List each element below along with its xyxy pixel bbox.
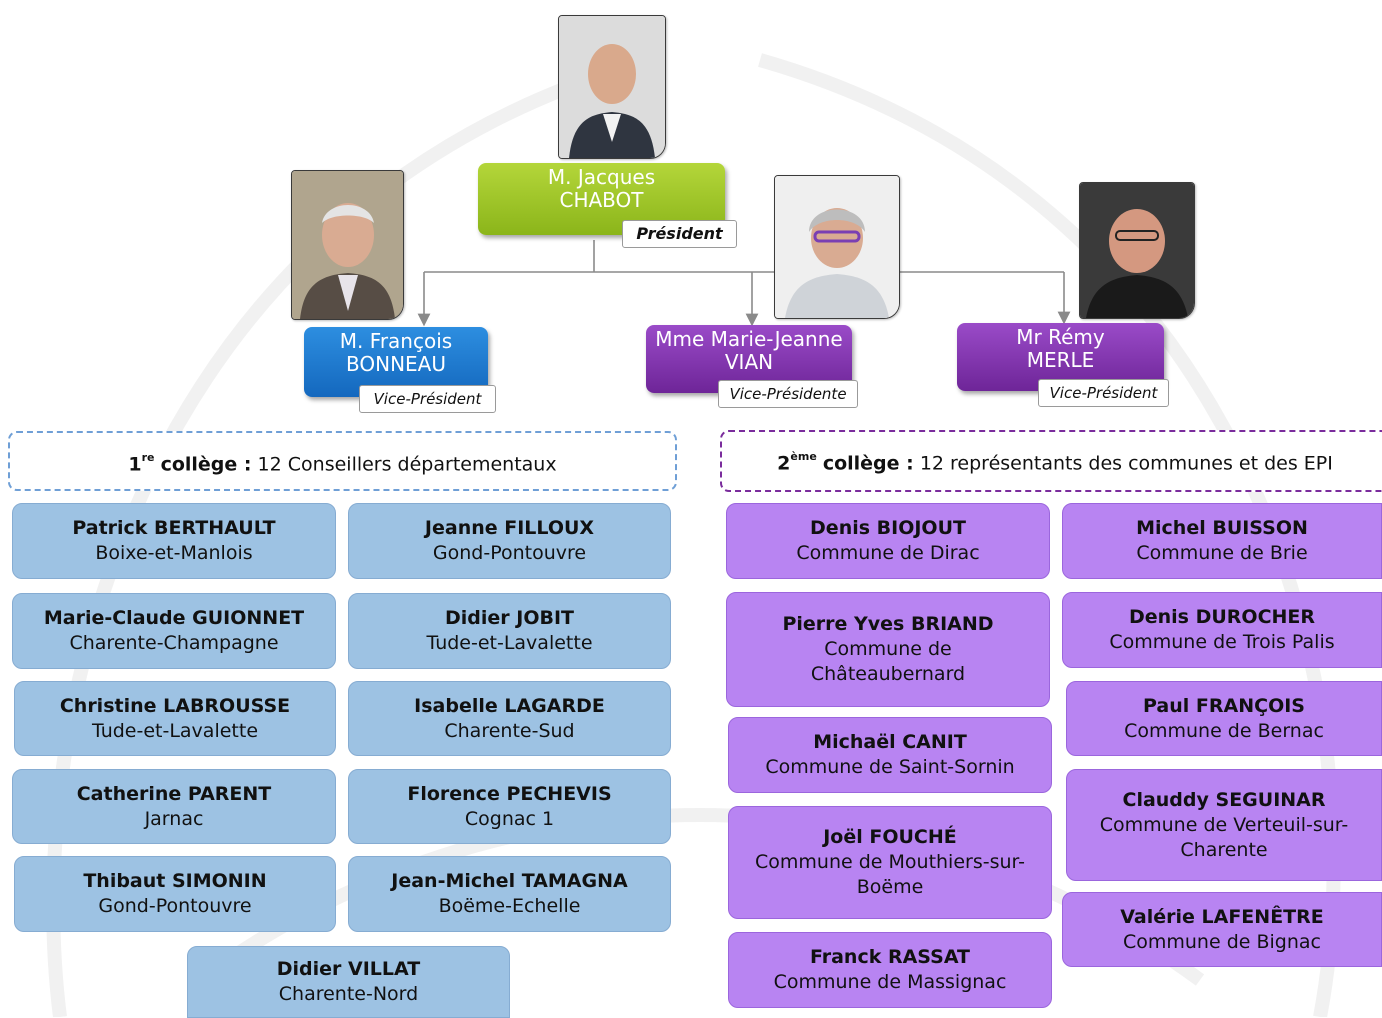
member-name: Didier VILLAT xyxy=(276,958,421,980)
portrait-icon xyxy=(775,176,899,318)
member-name: Joël FOUCHÉ xyxy=(823,826,957,848)
member-card: Joël FOUCHÉ Commune de Mouthiers-sur-Boë… xyxy=(728,806,1052,919)
member-place: Commune de Brie xyxy=(1136,542,1308,564)
portrait-icon xyxy=(292,171,403,319)
college2-sup: ème xyxy=(790,450,817,463)
member-name: Didier JOBIT xyxy=(444,607,574,629)
member-name: Michaël CANIT xyxy=(813,731,967,753)
vp-bonneau-line1: M. François xyxy=(339,329,453,353)
college1-desc: 12 Conseillers départementaux xyxy=(257,453,557,476)
member-card: Franck RASSAT Commune de Massignac xyxy=(728,932,1052,1008)
member-card: Pierre Yves BRIAND Commune de Châteauber… xyxy=(726,592,1050,707)
member-card: Valérie LAFENÊTRE Commune de Bignac xyxy=(1062,892,1382,967)
college1-label: collège : xyxy=(160,453,252,476)
president-role: Président xyxy=(622,220,737,248)
member-card: Denis DUROCHER Commune de Trois Palis xyxy=(1062,592,1382,668)
member-card: Michel BUISSON Commune de Brie xyxy=(1062,503,1382,579)
member-place: Charente-Nord xyxy=(278,983,419,1005)
member-name: Isabelle LAGARDE xyxy=(414,694,605,717)
member-name: Patrick BERTHAULT xyxy=(72,517,276,539)
member-place: Commune de Massignac xyxy=(773,971,1007,993)
merle-photo xyxy=(1079,182,1195,319)
college1-header: 1re collège : 12 Conseillers département… xyxy=(8,431,677,491)
vp-bonneau-line2: BONNEAU xyxy=(346,352,446,376)
member-name: Thibaut SIMONIN xyxy=(83,870,267,892)
portrait-icon xyxy=(1080,183,1194,318)
member-card: Jeanne FILLOUX Gond-Pontouvre xyxy=(348,503,671,579)
member-place: Tude-et-Lavalette xyxy=(91,719,259,742)
member-card: Catherine PARENT Jarnac xyxy=(12,769,336,844)
member-name: Michel BUISSON xyxy=(1136,517,1308,539)
member-place: Commune de Bernac xyxy=(1124,719,1324,742)
member-name: Florence PECHEVIS xyxy=(407,782,612,805)
college2-number: 2 xyxy=(777,452,791,475)
vp-vian-line2: VIAN xyxy=(724,350,774,374)
vp-merle-line2: MERLE xyxy=(1026,348,1095,372)
member-card: Florence PECHEVIS Cognac 1 xyxy=(348,769,671,844)
member-place: Charente-Sud xyxy=(444,719,575,742)
member-card: Didier JOBIT Tude-et-Lavalette xyxy=(348,593,671,669)
member-place: Commune de Bignac xyxy=(1122,930,1321,953)
member-name: Catherine PARENT xyxy=(76,782,272,805)
member-card: Isabelle LAGARDE Charente-Sud xyxy=(348,681,671,756)
member-place: Tude-et-Lavalette xyxy=(426,632,593,654)
college2-label: collège : xyxy=(822,452,914,475)
member-card: Christine LABROUSSE Tude-et-Lavalette xyxy=(14,681,336,756)
member-place: Commune de Verteuil-sur-Charente xyxy=(1099,813,1349,861)
member-card: Didier VILLAT Charente-Nord xyxy=(187,946,510,1018)
member-name: Franck RASSAT xyxy=(809,946,971,968)
member-name: Denis DUROCHER xyxy=(1128,606,1316,628)
vp-bonneau-role: Vice-Président xyxy=(359,385,496,413)
member-place: Commune de Mouthiers-sur-Boëme xyxy=(755,851,1025,898)
college1-sup: re xyxy=(141,451,155,464)
member-name: Jean-Michel TAMAGNA xyxy=(391,870,628,892)
vp-merle-role: Vice-Président xyxy=(1038,379,1169,407)
member-place: Charente-Champagne xyxy=(69,632,279,654)
member-place: Commune de Châteaubernard xyxy=(810,638,966,685)
member-place: Jarnac xyxy=(144,807,204,830)
member-card: Denis BIOJOUT Commune de Dirac xyxy=(726,503,1050,579)
president-photo xyxy=(558,15,666,159)
member-place: Commune de Trois Palis xyxy=(1109,631,1335,653)
president-line1: M. Jacques xyxy=(547,165,656,189)
member-card: Clauddy SEGUINAR Commune de Verteuil-sur… xyxy=(1066,769,1382,881)
member-place: Gond-Pontouvre xyxy=(98,895,252,917)
member-name: Paul FRANÇOIS xyxy=(1143,694,1305,717)
member-place: Commune de Saint-Sornin xyxy=(765,756,1015,778)
vp-merle-line1: Mr Rémy xyxy=(1016,325,1105,349)
member-name: Valérie LAFENÊTRE xyxy=(1120,905,1324,928)
vian-photo xyxy=(774,175,900,319)
vp-vian-line1: Mme Marie-Jeanne xyxy=(655,327,843,351)
college2-header: 2ème collège : 12 représentants des comm… xyxy=(720,430,1382,492)
member-name: Denis BIOJOUT xyxy=(810,517,966,539)
member-card: Jean-Michel TAMAGNA Boëme-Echelle xyxy=(348,856,671,932)
member-place: Cognac 1 xyxy=(464,807,555,830)
president-line2: CHABOT xyxy=(559,188,644,212)
member-card: Patrick BERTHAULT Boixe-et-Manlois xyxy=(12,503,336,579)
member-name: Marie-Claude GUIONNET xyxy=(43,607,305,629)
member-card: Paul FRANÇOIS Commune de Bernac xyxy=(1066,681,1382,756)
member-place: Boëme-Echelle xyxy=(438,895,581,917)
member-card: Thibaut SIMONIN Gond-Pontouvre xyxy=(14,856,336,932)
member-place: Boixe-et-Manlois xyxy=(95,542,253,564)
member-card: Marie-Claude GUIONNET Charente-Champagne xyxy=(12,593,336,669)
member-card: Michaël CANIT Commune de Saint-Sornin xyxy=(728,717,1052,793)
portrait-icon xyxy=(559,16,665,158)
member-name: Christine LABROUSSE xyxy=(59,694,291,717)
member-name: Clauddy SEGUINAR xyxy=(1122,788,1326,811)
bonneau-photo xyxy=(291,170,404,320)
member-name: Jeanne FILLOUX xyxy=(424,517,595,539)
college1-number: 1 xyxy=(128,453,142,476)
member-place: Commune de Dirac xyxy=(796,542,980,564)
vp-vian-role: Vice-Présidente xyxy=(718,380,858,408)
college2-desc: 12 représentants des communes et des EPI xyxy=(919,452,1333,475)
member-name: Pierre Yves BRIAND xyxy=(782,613,994,635)
member-place: Gond-Pontouvre xyxy=(432,542,587,564)
